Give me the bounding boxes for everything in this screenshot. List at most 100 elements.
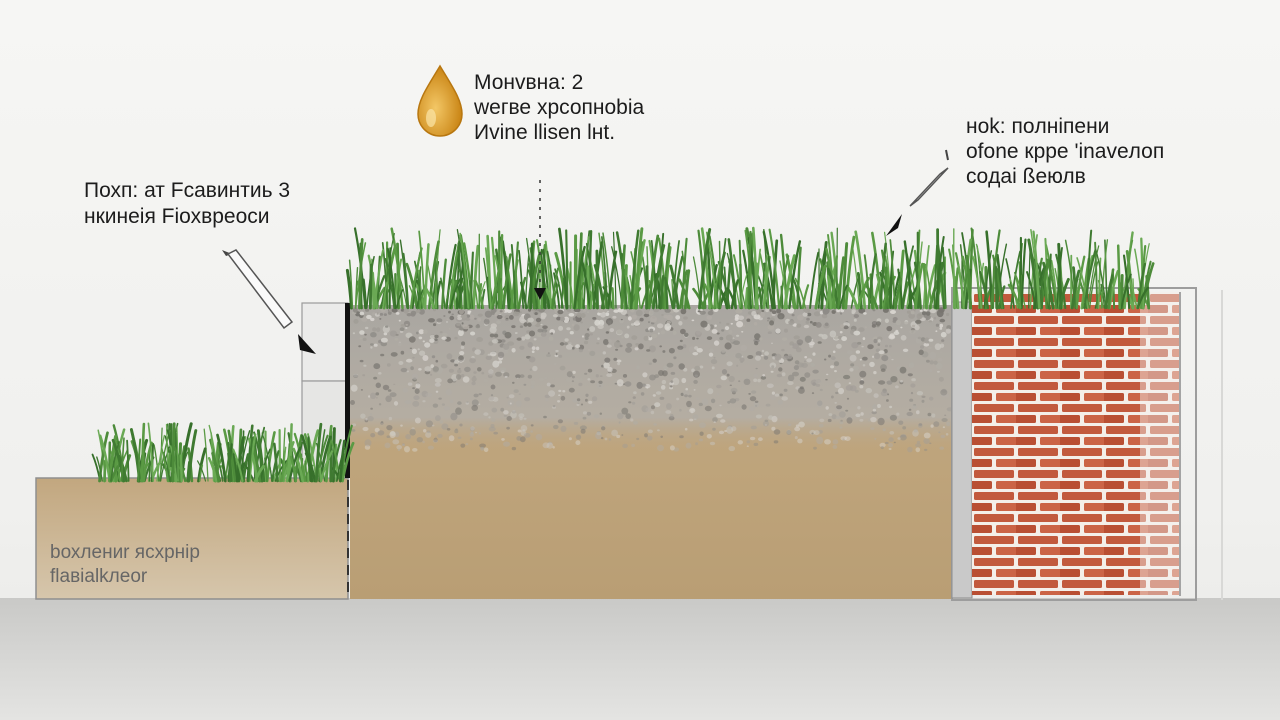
grass-blade [546, 250, 557, 309]
gravel-stone [441, 423, 449, 430]
gravel-stone [378, 372, 382, 375]
gravel-stone [806, 312, 812, 317]
gravel-stone [826, 373, 829, 376]
gravel-stone [403, 307, 410, 314]
gravel-stone [743, 378, 751, 385]
gravel-stone [589, 333, 593, 336]
gravel-stone [390, 430, 396, 436]
gravel-stone [578, 382, 583, 387]
gravel-stone [460, 443, 466, 448]
gravel-stone [777, 399, 783, 405]
gravel-stone [433, 437, 438, 443]
gravel-stone [446, 428, 451, 431]
grass-blade [1032, 230, 1041, 310]
grass-blade [211, 451, 221, 483]
grass-blade [585, 242, 596, 309]
gravel-stone [379, 318, 382, 320]
grass-blade [153, 444, 160, 482]
gravel-stone [577, 392, 581, 395]
gravel-stone [389, 392, 397, 398]
grass-blade [983, 250, 993, 309]
gravel-stone [884, 344, 889, 348]
gravel-stone [509, 315, 514, 320]
grass-blade [611, 287, 615, 310]
grass-blade [293, 432, 307, 483]
gravel-stone [787, 374, 795, 382]
grass-blade [367, 254, 379, 310]
grass-blade [469, 280, 474, 309]
grass-blade [524, 255, 530, 309]
grass-blade [147, 422, 155, 482]
gravel-stone [716, 392, 720, 396]
gravel-stone [750, 425, 757, 430]
gravel-stone [506, 416, 512, 421]
gravel-stone [499, 310, 503, 313]
retaining-wall-edge [345, 303, 350, 478]
gravel-stone [600, 437, 604, 440]
grass-blade [698, 228, 712, 310]
gravel-stone [491, 339, 499, 344]
grass-blade [483, 257, 491, 309]
gravel-stone [433, 308, 436, 312]
grass-blade [405, 262, 419, 310]
gravel-stone [538, 377, 544, 382]
gravel-stone [535, 317, 542, 323]
gravel-stone [898, 420, 904, 425]
grass-blade [672, 255, 684, 310]
grass-blade [434, 229, 441, 309]
grass-low [91, 422, 355, 483]
grass-blade [650, 240, 658, 309]
gravel-stone [693, 389, 696, 391]
gravel-stone [351, 423, 357, 427]
gravel-stone [740, 344, 748, 352]
gravel-stone [910, 391, 914, 395]
grass-blade [825, 264, 837, 310]
grass-blade [1083, 249, 1097, 310]
gravel-stone [940, 351, 942, 354]
gravel-stone [688, 394, 692, 398]
gravel-stone [449, 315, 455, 321]
gravel-stone [642, 372, 648, 378]
gravel-stone [568, 387, 575, 393]
grass-blade [715, 280, 729, 310]
gravel-stone [755, 355, 761, 361]
gravel-stone [583, 340, 589, 345]
gravel-stone [425, 431, 432, 438]
gravel-stone [385, 325, 389, 328]
grass-blade [779, 260, 788, 309]
gravel-stone [836, 405, 843, 410]
gravel-stone [586, 411, 592, 416]
gravel-stone [370, 332, 377, 338]
gravel-stone [386, 425, 393, 431]
grass-blade [1042, 261, 1055, 310]
gravel-stone [872, 408, 877, 412]
gravel-stone [774, 393, 780, 397]
gravel-stone [575, 348, 579, 351]
gravel-stone [563, 316, 570, 323]
gravel-stone [446, 318, 449, 321]
gravel-stone [557, 400, 561, 403]
gravel-stone [822, 309, 829, 315]
gravel-stone [707, 310, 714, 316]
grass-blade [402, 252, 410, 310]
grass-blade [940, 271, 947, 309]
gravel-stone [400, 350, 405, 355]
gravel-stone [430, 373, 433, 376]
gravel-stone [469, 357, 476, 364]
gravel-stone [880, 368, 886, 373]
gravel-stone [438, 365, 442, 368]
gravel-stone [478, 393, 482, 396]
gravel-stone [535, 346, 540, 351]
gravel-stone [758, 437, 763, 442]
gravel-stone [621, 336, 624, 339]
grass-blade [1070, 269, 1081, 310]
gravel-stone [929, 351, 937, 360]
gravel-stone [938, 431, 941, 434]
gravel-stone [396, 445, 403, 450]
gravel-stone [462, 324, 470, 330]
gravel-stone [559, 365, 566, 371]
gravel-stone [636, 381, 643, 389]
gravel-stone [626, 342, 633, 348]
gravel-stone [830, 356, 836, 361]
gravel-stone [890, 376, 898, 383]
